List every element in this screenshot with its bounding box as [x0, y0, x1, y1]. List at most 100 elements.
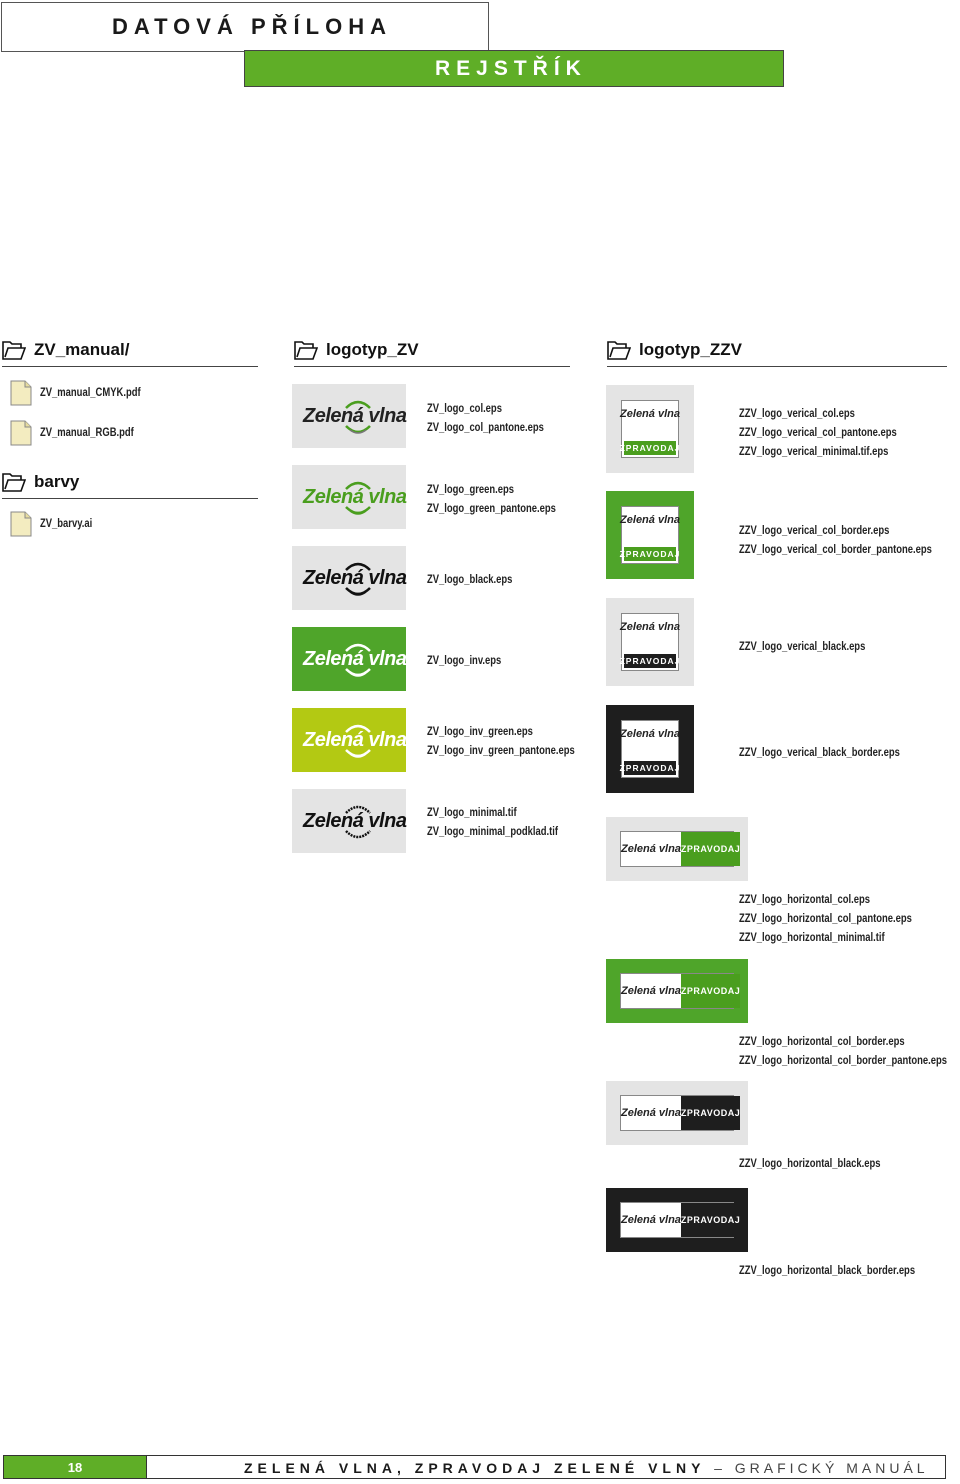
- file-list: ZV_logo_green.eps ZV_logo_green_pantone.…: [427, 481, 584, 519]
- document-icon: [10, 380, 32, 406]
- file-name[interactable]: ZV_logo_black.eps: [427, 574, 513, 586]
- file-name[interactable]: ZV_logo_col.eps: [427, 403, 502, 415]
- zzv-logo: Zelená vlna ZPRAVODAJ: [619, 506, 681, 564]
- folder-label: ZV_manual/: [34, 340, 130, 359]
- zpravodaj-band: ZPRAVODAJ: [619, 441, 681, 455]
- logo-word: Zelená vlna: [621, 1214, 681, 1226]
- logo-word: Zelená vlna: [621, 985, 681, 997]
- zzv-vertical-black-thumb[interactable]: Zelená vlna ZPRAVODAJ: [606, 598, 694, 686]
- file-zv-manual-rgb[interactable]: ZV_manual_RGB.pdf: [10, 420, 154, 446]
- folder-barvy[interactable]: barvy: [2, 472, 258, 499]
- zelena-vlna-logo: Zelená vlna: [303, 639, 407, 679]
- zelena-vlna-logo: Zelená vlna: [303, 801, 407, 841]
- page-title: DATOVÁ PŘÍLOHA: [112, 14, 392, 39]
- zelena-vlna-logo: Zelená vlna: [303, 720, 407, 760]
- file-name[interactable]: ZZV_logo_verical_col.eps: [739, 408, 855, 420]
- zelena-vlna-logo: Zelená vlna: [303, 558, 407, 598]
- file-list: ZV_logo_inv_green.eps ZV_logo_inv_green_…: [427, 723, 607, 761]
- file-name[interactable]: ZZV_logo_horizontal_black.eps: [739, 1158, 881, 1170]
- folder-logotyp-zzv[interactable]: logotyp_ZZV: [607, 340, 947, 367]
- logo-word: Zelená vlna: [620, 728, 680, 740]
- zzv-vertical-col-thumb[interactable]: Zelená vlna ZPRAVODAJ: [606, 385, 694, 473]
- file-list: ZZV_logo_horizontal_black.eps: [739, 1155, 912, 1174]
- file-list: ZV_logo_minimal.tif ZV_logo_minimal_podk…: [427, 804, 587, 842]
- file-name[interactable]: ZZV_logo_verical_col_border.eps: [739, 525, 890, 537]
- file-zv-barvy[interactable]: ZV_barvy.ai: [10, 511, 104, 537]
- file-name[interactable]: ZZV_logo_verical_col_pantone.eps: [739, 427, 897, 439]
- zpravodaj-band: ZPRAVODAJ: [619, 654, 681, 668]
- zzv-vertical-col-border-thumb[interactable]: Zelená vlna ZPRAVODAJ: [606, 491, 694, 579]
- file-name[interactable]: ZZV_logo_horizontal_col_pantone.eps: [739, 913, 912, 925]
- file-name[interactable]: ZZV_logo_horizontal_col_border_pantone.e…: [739, 1055, 948, 1067]
- zv-logo-green-thumb[interactable]: Zelená vlna: [292, 465, 407, 529]
- header-box: [1, 2, 489, 52]
- footer-title-light: GRAFICKÝ MANUÁL: [734, 1460, 929, 1476]
- file-list: ZV_logo_black.eps: [427, 571, 531, 590]
- zzv-vertical-black-border-thumb[interactable]: Zelená vlna ZPRAVODAJ: [606, 705, 694, 793]
- file-zv-manual-cmyk[interactable]: ZV_manual_CMYK.pdf: [10, 380, 163, 406]
- file-name[interactable]: ZV_logo_green_pantone.eps: [427, 503, 556, 515]
- logo-word: Zelená vlna: [621, 843, 681, 855]
- folder-label: logotyp_ZV: [326, 340, 419, 359]
- file-name[interactable]: ZZV_logo_horizontal_black_border.eps: [739, 1265, 916, 1277]
- logo-word: Zelená vlna: [303, 729, 407, 751]
- folder-icon: [607, 341, 631, 360]
- zpravodaj-band: ZPRAVODAJ: [680, 974, 741, 1008]
- zv-logo-minimal-thumb[interactable]: Zelená vlna: [292, 789, 407, 853]
- file-list: ZZV_logo_verical_black.eps: [739, 638, 893, 657]
- file-name[interactable]: ZZV_logo_horizontal_col_border.eps: [739, 1036, 905, 1048]
- zzv-horizontal-black-border-thumb[interactable]: Zelená vlna ZPRAVODAJ: [606, 1188, 748, 1252]
- wave-icon: [345, 643, 371, 677]
- folder-logotyp-zv[interactable]: logotyp_ZV: [294, 340, 570, 367]
- logo-word: Zelená vlna: [303, 567, 407, 589]
- zzv-logo: Zelená vlna ZPRAVODAJ: [620, 1095, 741, 1131]
- zv-logo-inv-green-thumb[interactable]: Zelená vlna: [292, 708, 407, 772]
- page-number: 18: [3, 1455, 147, 1479]
- zv-logo-col-thumb[interactable]: Zelená vlna: [292, 384, 407, 448]
- zpravodaj-band: ZPRAVODAJ: [619, 547, 681, 561]
- footer-title: ZELENÁ VLNA, ZPRAVODAJ ZELENÉ VLNY – GRA…: [244, 1460, 929, 1476]
- file-list: ZV_logo_col.eps ZV_logo_col_pantone.eps: [427, 400, 570, 438]
- file-name[interactable]: ZZV_logo_verical_minimal.tif.eps: [739, 446, 889, 458]
- file-list: ZZV_logo_horizontal_col.eps ZZV_logo_hor…: [739, 891, 950, 948]
- zv-logo-inv-thumb[interactable]: Zelená vlna: [292, 627, 407, 691]
- file-name[interactable]: ZV_logo_minimal_podklad.tif: [427, 826, 558, 838]
- file-list: ZZV_logo_verical_black_border.eps: [739, 744, 935, 763]
- file-list: ZZV_logo_horizontal_black_border.eps: [739, 1262, 954, 1281]
- zzv-logo: Zelená vlna ZPRAVODAJ: [620, 720, 680, 778]
- file-list: ZZV_logo_verical_col_border.eps ZZV_logo…: [739, 522, 960, 560]
- logo-word: Zelená vlna: [303, 810, 407, 832]
- file-list: ZZV_logo_verical_col.eps ZZV_logo_verica…: [739, 405, 931, 462]
- file-name[interactable]: ZV_logo_col_pantone.eps: [427, 422, 544, 434]
- file-name[interactable]: ZZV_logo_horizontal_minimal.tif: [739, 932, 885, 944]
- file-name[interactable]: ZZV_logo_verical_black.eps: [739, 641, 866, 653]
- document-icon: [10, 511, 32, 537]
- file-name: ZV_barvy.ai: [40, 517, 93, 530]
- folder-icon: [294, 341, 318, 360]
- zpravodaj-band: ZPRAVODAJ: [680, 832, 741, 866]
- file-name[interactable]: ZV_logo_inv_green.eps: [427, 726, 533, 738]
- file-name[interactable]: ZZV_logo_verical_col_border_pantone.eps: [739, 544, 932, 556]
- zzv-logo: Zelená vlna ZPRAVODAJ: [619, 613, 681, 671]
- zelena-vlna-logo: Zelená vlna: [303, 477, 407, 517]
- footer-dash: –: [714, 1460, 726, 1476]
- file-name[interactable]: ZV_logo_inv_green_pantone.eps: [427, 745, 575, 757]
- zv-logo-black-thumb[interactable]: Zelená vlna: [292, 546, 407, 610]
- file-name[interactable]: ZV_logo_inv.eps: [427, 655, 502, 667]
- zzv-horizontal-col-thumb[interactable]: Zelená vlna ZPRAVODAJ: [606, 817, 748, 881]
- folder-zv-manual[interactable]: ZV_manual/: [2, 340, 258, 367]
- wave-icon: [345, 562, 371, 596]
- logo-word: Zelená vlna: [303, 486, 407, 508]
- file-name: ZV_manual_CMYK.pdf: [40, 386, 141, 399]
- file-name[interactable]: ZZV_logo_horizontal_col.eps: [739, 894, 870, 906]
- zzv-horizontal-black-thumb[interactable]: Zelená vlna ZPRAVODAJ: [606, 1081, 748, 1145]
- wave-icon: [345, 805, 371, 839]
- wave-icon: [345, 481, 371, 515]
- zpravodaj-band: ZPRAVODAJ: [680, 1203, 741, 1237]
- zzv-logo: Zelená vlna ZPRAVODAJ: [620, 973, 741, 1009]
- file-name[interactable]: ZZV_logo_verical_black_border.eps: [739, 747, 900, 759]
- file-name[interactable]: ZV_logo_green.eps: [427, 484, 514, 496]
- file-name[interactable]: ZV_logo_minimal.tif: [427, 807, 517, 819]
- zzv-horizontal-col-border-thumb[interactable]: Zelená vlna ZPRAVODAJ: [606, 959, 748, 1023]
- logo-word: Zelená vlna: [620, 621, 680, 633]
